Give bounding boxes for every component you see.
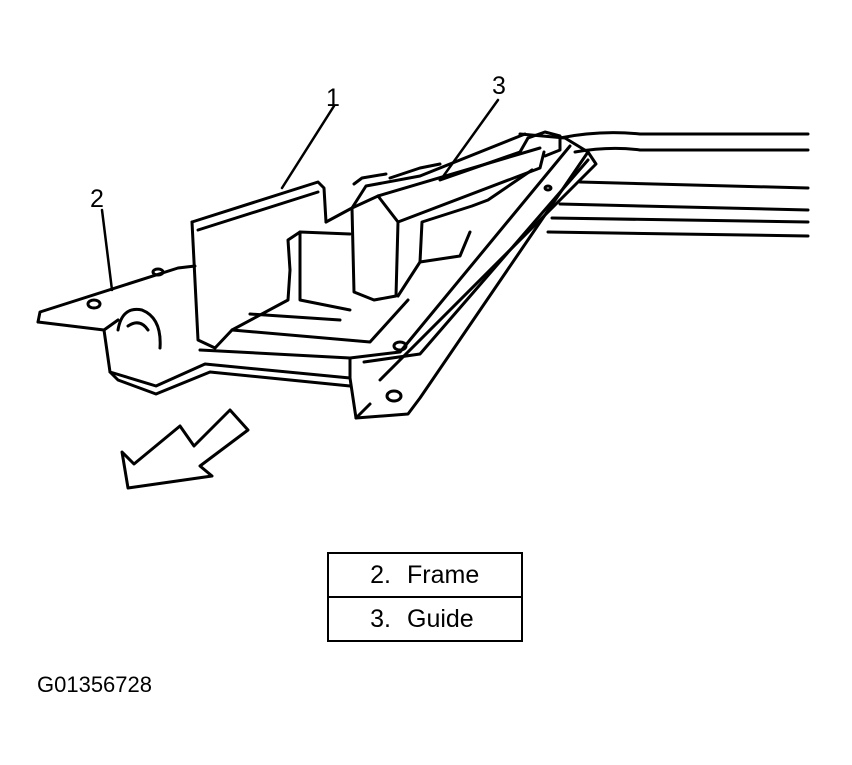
mounting-holes — [86, 184, 553, 403]
frame — [36, 132, 598, 420]
removal-direction-arrow — [120, 408, 250, 490]
legend-cell: 2. Frame — [327, 552, 523, 598]
callout-leader-3 — [440, 98, 500, 180]
legend-number: 3. — [370, 604, 391, 633]
guide — [350, 130, 562, 302]
frame-guide-illustration — [36, 98, 810, 490]
legend-table: 2. Frame 3. Guide — [327, 552, 523, 642]
legend-row: 2. Frame — [327, 552, 523, 598]
callout-leader-2 — [100, 208, 114, 292]
callout-leader-1 — [280, 104, 336, 190]
figure-id: G01356728 — [37, 672, 152, 697]
legend-row: 3. Guide — [327, 596, 523, 642]
callout-1: 1 — [326, 84, 340, 112]
legend-name: Frame — [407, 560, 480, 589]
callout-2: 2 — [90, 185, 104, 213]
legend-number: 2. — [370, 560, 391, 589]
callout-3: 3 — [492, 72, 506, 100]
legend-cell: 3. Guide — [327, 596, 523, 642]
cable-bundle — [546, 131, 810, 238]
legend-name: Guide — [407, 604, 474, 633]
